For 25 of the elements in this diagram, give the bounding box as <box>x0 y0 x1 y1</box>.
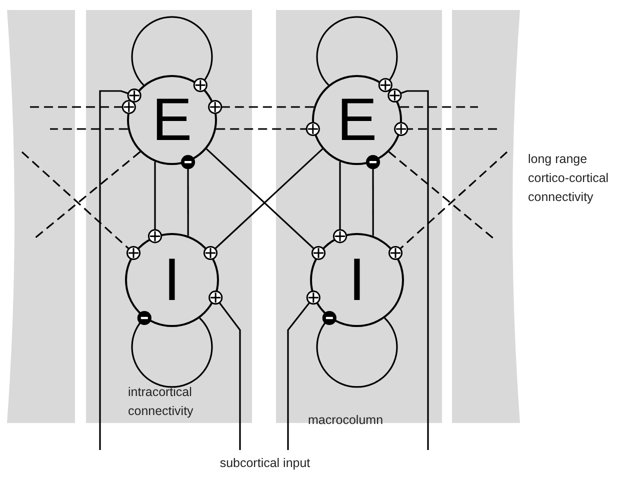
annotation-text: intracortical connectivity <box>128 384 194 420</box>
connection-line <box>400 106 478 108</box>
connection-line <box>30 100 136 114</box>
connection-line <box>180 154 196 236</box>
connection-line <box>394 122 497 136</box>
annotation-text: macrocolumn <box>308 412 384 429</box>
connection-line <box>332 162 348 244</box>
connection-line <box>131 310 213 388</box>
connection-line <box>316 16 398 92</box>
connection-line <box>131 16 213 92</box>
connection-line <box>388 151 494 239</box>
annotation-text: long range cortico-cortical connectivity <box>528 151 610 206</box>
connection-line <box>287 290 320 450</box>
connection-line <box>388 88 429 450</box>
connection-line <box>388 151 508 260</box>
connection-line <box>208 290 241 450</box>
connection-line <box>50 128 128 130</box>
connection-line <box>21 151 141 260</box>
connection-line <box>316 310 398 388</box>
connection-line <box>216 122 320 136</box>
connection-line <box>34 151 141 239</box>
connection-line <box>208 100 314 114</box>
connection-line <box>366 154 380 236</box>
connection-line <box>148 162 162 244</box>
connection-line <box>99 88 142 450</box>
